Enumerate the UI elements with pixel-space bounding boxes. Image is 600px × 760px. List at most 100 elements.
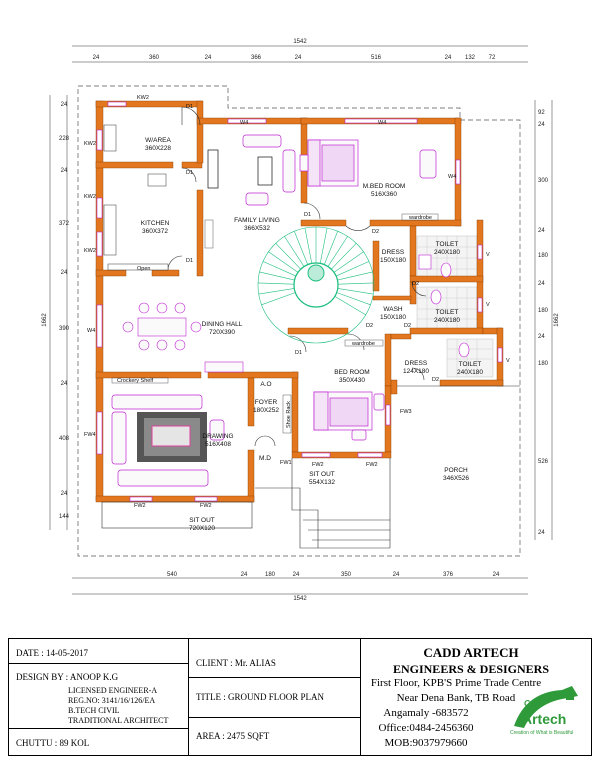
mark-fw2-1: FW2 [312,462,324,468]
stair-tread [304,228,313,264]
left-dim-8: 408 [59,436,70,442]
master-bed [299,139,437,187]
wash-name: WASH [383,306,403,313]
mbed-size: 516X360 [371,191,397,198]
right-dim-3: 300 [538,178,549,184]
bottom-dim-3: 180 [265,572,276,578]
mark-fw4: FW4 [84,432,96,438]
svg-text:Cadd: Cadd [524,699,545,708]
wiarea-name: W/AREA [145,137,171,144]
mark-fw2-4: FW2 [200,503,212,509]
toilet3-name: TOILET [459,361,482,368]
mark-d2-5: D2 [372,229,379,235]
stair-tread [335,261,370,277]
stair-treads [258,227,374,316]
left-dim-10: 144 [59,514,70,520]
dining-table [122,302,244,373]
mark-kw2-top: KW2 [137,95,149,101]
address-line-4: Office:0484-2456360 [378,722,474,734]
stair-tread [258,288,295,295]
bottom-total-dim: 1542 [293,596,307,602]
mark-fw3: FW3 [400,409,412,415]
credential-4: TRADITIONAL ARCHITECT [68,716,169,725]
stair-tread [293,231,309,265]
top-total-dim: 1542 [293,39,307,45]
mark-kw2-1: KW2 [84,141,96,147]
top-dim-8: 132 [465,55,476,61]
stair-tread [275,243,301,270]
stair-tread [337,288,374,295]
porch-size: 346X526 [443,475,469,482]
bottom-dimensions [72,577,528,595]
mbed-name: M.BED ROOM [363,183,406,190]
drawing-sofa [111,394,225,487]
mark-open: Open [137,266,150,272]
left-dim-9: 24 [61,491,68,497]
kitchen-fixtures [103,124,169,271]
foyer-name: FOYER [255,399,278,406]
credential-3: B.TECH CIVIL [68,706,120,715]
right-dim-7: 180 [538,308,549,314]
title-block-divider-1 [188,638,189,756]
mark-kw2-3: KW2 [84,248,96,254]
right-dim-10: 526 [538,459,549,465]
mark-v-2: V [486,302,490,308]
stair-tread [323,231,339,265]
top-dimensions [72,45,528,63]
right-dimensions [534,100,553,540]
bed-room-bed [313,391,385,441]
mark-d1-4: D1 [304,212,311,218]
client-text: CLIENT : Mr. ALIAS [196,658,276,668]
mark-fw2-3: FW2 [134,503,146,509]
porch-name: PORCH [444,467,468,474]
bottom-dim-4: 24 [293,572,300,578]
right-dim-11: 24 [538,530,545,536]
stair-tread [261,292,296,306]
stair-tread [336,292,371,306]
mark-w4-2: W4 [378,120,386,126]
top-dim-7: 24 [445,55,452,61]
right-dim-2: 24 [538,122,545,128]
wiarea-size: 360X228 [145,145,171,152]
left-dim-4: 372 [59,221,70,227]
address-line-5: MOB:9037979660 [384,737,468,749]
address-line-1: First Floor, KPB'S Prime Trade Centre [370,677,542,689]
bottom-dim-5: 350 [341,572,352,578]
stair-tread [327,236,348,267]
left-dimensions [49,95,68,530]
top-dim-3: 24 [205,55,212,61]
steps [101,385,520,549]
bottom-dim-7: 376 [443,572,454,578]
company-tagline: ENGINEERS & DESIGNERS [392,662,550,676]
toilet1-name: TOILET [436,241,459,248]
top-dim-5: 24 [295,55,302,61]
windows [96,101,503,502]
stair-tread [258,282,295,285]
top-dim-4: 366 [251,55,262,61]
bed-size: 350X430 [339,377,365,384]
right-total-dim: 1662 [554,313,560,327]
left-dim-7: 24 [61,381,68,387]
stair-tread [334,296,366,316]
mark-w4-1: W4 [240,120,248,126]
mark-crockery: Crockery Shelf [117,378,154,384]
address-line-2: Near Dena Bank, TB Road [396,692,516,704]
mark-shoe-rack: Shoe Rack [286,401,292,428]
drawing-size: 516X408 [205,441,231,448]
bottom-dim-8: 24 [493,572,500,578]
title-row-line-4 [188,717,360,718]
sitout1-size: 554X132 [309,479,335,486]
mark-wardrobe-1: wardrobe [408,215,432,221]
floor-plan: 1542 24 360 24 366 24 516 24 132 72 1662… [42,39,560,602]
company-name: CADD ARTECH [423,645,519,660]
stair-tread [268,251,299,273]
left-dim-2: 228 [59,136,70,142]
mark-fw1: FW1 [280,460,292,466]
stair-tread [284,236,305,267]
address-line-3: Angamaly -683572 [383,707,469,719]
stair-tread [333,251,364,273]
sitout2-name: SIT OUT [189,517,215,524]
top-dim-1: 24 [93,55,100,61]
dining-size: 720X390 [209,329,235,336]
toilet2-name: TOILET [436,309,459,316]
